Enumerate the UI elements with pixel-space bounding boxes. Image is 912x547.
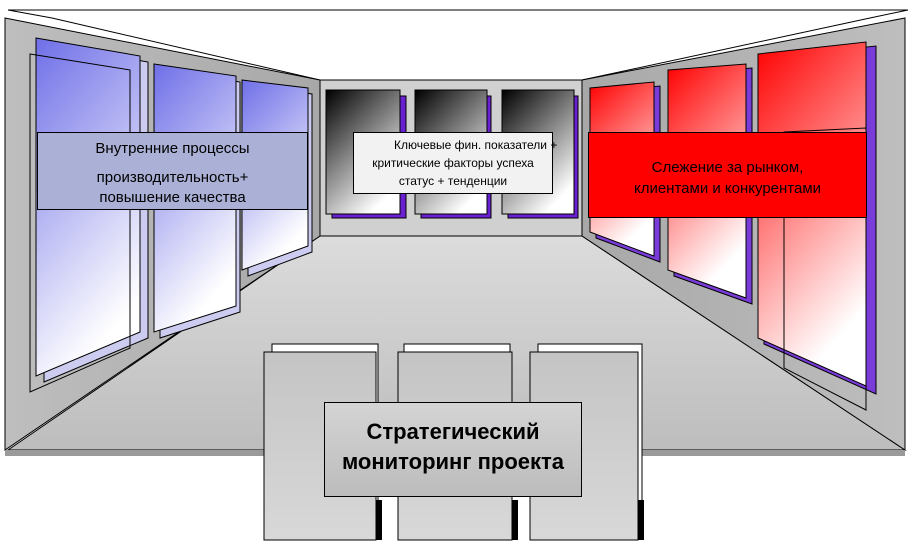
strategic-monitoring-line1: Стратегический — [366, 419, 540, 444]
internal-processes-line3: повышение качества — [99, 189, 246, 206]
internal-processes-title: Внутренние процессы — [95, 140, 250, 157]
strategic-monitoring-table: Стратегический мониторинг проекта — [324, 402, 582, 497]
internal-processes-line2: производительность+ — [96, 169, 249, 186]
financial-indicators-line1: Ключевые фин. показатели + — [394, 138, 558, 152]
strategic-monitoring-line2: мониторинг проекта — [341, 449, 565, 474]
internal-processes-box: Внутренние процессы производительность+ … — [37, 132, 308, 210]
market-monitoring-line2: клиентами и конкурентами — [633, 180, 822, 197]
market-monitoring-box: Слежение за рынком, клиентами и конкурен… — [588, 132, 867, 218]
market-monitoring-line1: Слежение за рынком, — [651, 159, 804, 176]
financial-indicators-line2: критические факторы успеха — [372, 156, 534, 170]
financial-indicators-line3: статус + тенденции — [398, 174, 508, 188]
financial-indicators-box: Ключевые фин. показатели + критические ф… — [353, 132, 558, 194]
